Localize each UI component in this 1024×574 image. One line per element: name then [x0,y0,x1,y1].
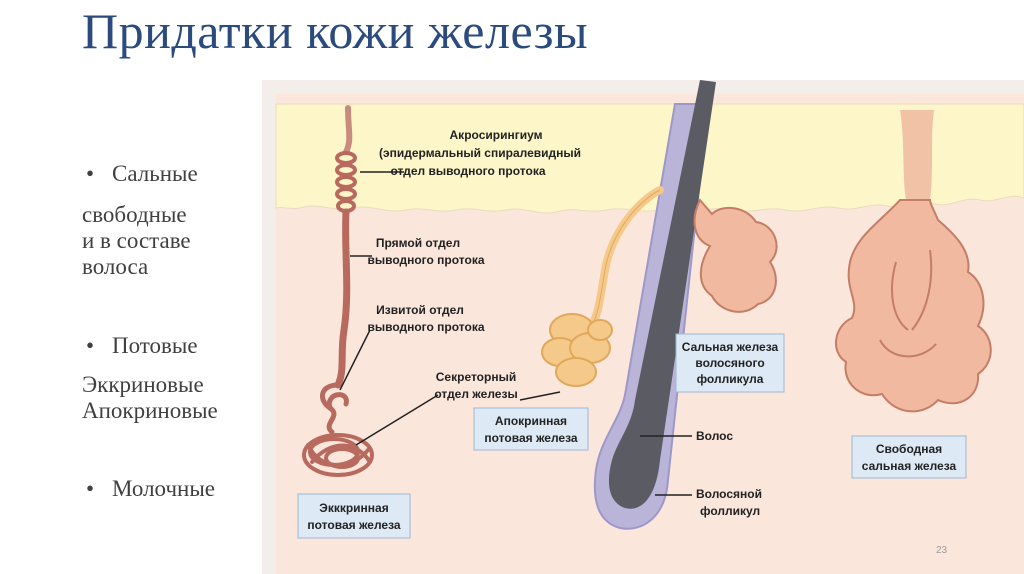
label-secretory-1: Секреторный [436,370,516,384]
free-sebaceous-gland [834,199,992,413]
box-eccrine: Экккринная потовая железа [297,493,411,539]
bullet-dot: • [86,161,95,186]
bullet-sebaceous: • Сальные [86,161,198,187]
page-number: 23 [936,545,948,556]
label-coiled-2: выводного протока [367,320,484,334]
box-eccrine-line2: потовая железа [307,518,401,532]
bullet-mammary: • Молочные [86,476,215,502]
sebaceous-sub-free: свободные [82,202,187,227]
hair-shaft [608,80,716,509]
apocrine-gland [541,186,664,387]
bullet-sebaceous-label: Сальные [112,161,198,186]
label-follicle-1: Волосяной [696,487,762,501]
box-sebfoll-line2: волосяного [695,356,764,370]
label-straight-1: Прямой отдел [376,236,460,250]
box-sebfoll-line1: Сальная железа [682,340,779,354]
leader-lines [339,171,692,496]
label-coiled-1: Извитой отдел [376,303,464,317]
label-acrosyringium-3: отдел выводного протока [390,164,545,178]
box-apocrine-line1: Апокринная [495,414,567,428]
bullet-mammary-label: Молочные [112,476,215,501]
label-follicle-2: фолликул [700,504,760,518]
label-acrosyringium-2: (эпидермальный спиралевидный [379,146,581,160]
free-gland-duct [900,110,934,200]
sebaceous-sub-hair: волоса [82,254,149,279]
bullet-sweat: • Потовые [86,333,198,359]
box-free-line2: сальная железа [862,459,957,473]
bullet-sweat-label: Потовые [112,333,198,358]
box-sebfoll-line3: фолликула [697,372,764,386]
label-hair: Волос [696,429,733,443]
bullet-dot: • [86,476,95,501]
box-free-sebaceous: Свободная сальная железа [851,435,967,479]
box-follicle-sebaceous: Сальная железа волосяного фолликула [675,333,785,393]
label-secretory-2: отдел железы [434,387,517,401]
slide-title: Придатки кожи железы [82,3,589,59]
box-apocrine-line2: потовая железа [484,431,578,445]
label-acrosyringium-1: Акросирингиум [450,128,543,142]
eccrine-gland [302,105,374,477]
box-free-line1: Свободная [876,442,942,456]
sweat-sub-apocrine: Апокриновые [82,398,218,423]
box-apocrine: Апокринная потовая железа [473,407,589,451]
bullet-dot: • [86,333,95,358]
label-straight-2: выводного протока [367,253,484,267]
sebaceous-sub-in: и в составе [82,228,191,253]
box-eccrine-line1: Экккринная [319,501,388,515]
follicle-sebaceous-gland [693,198,778,313]
sweat-sub-eccrine: Эккриновые [82,372,204,397]
